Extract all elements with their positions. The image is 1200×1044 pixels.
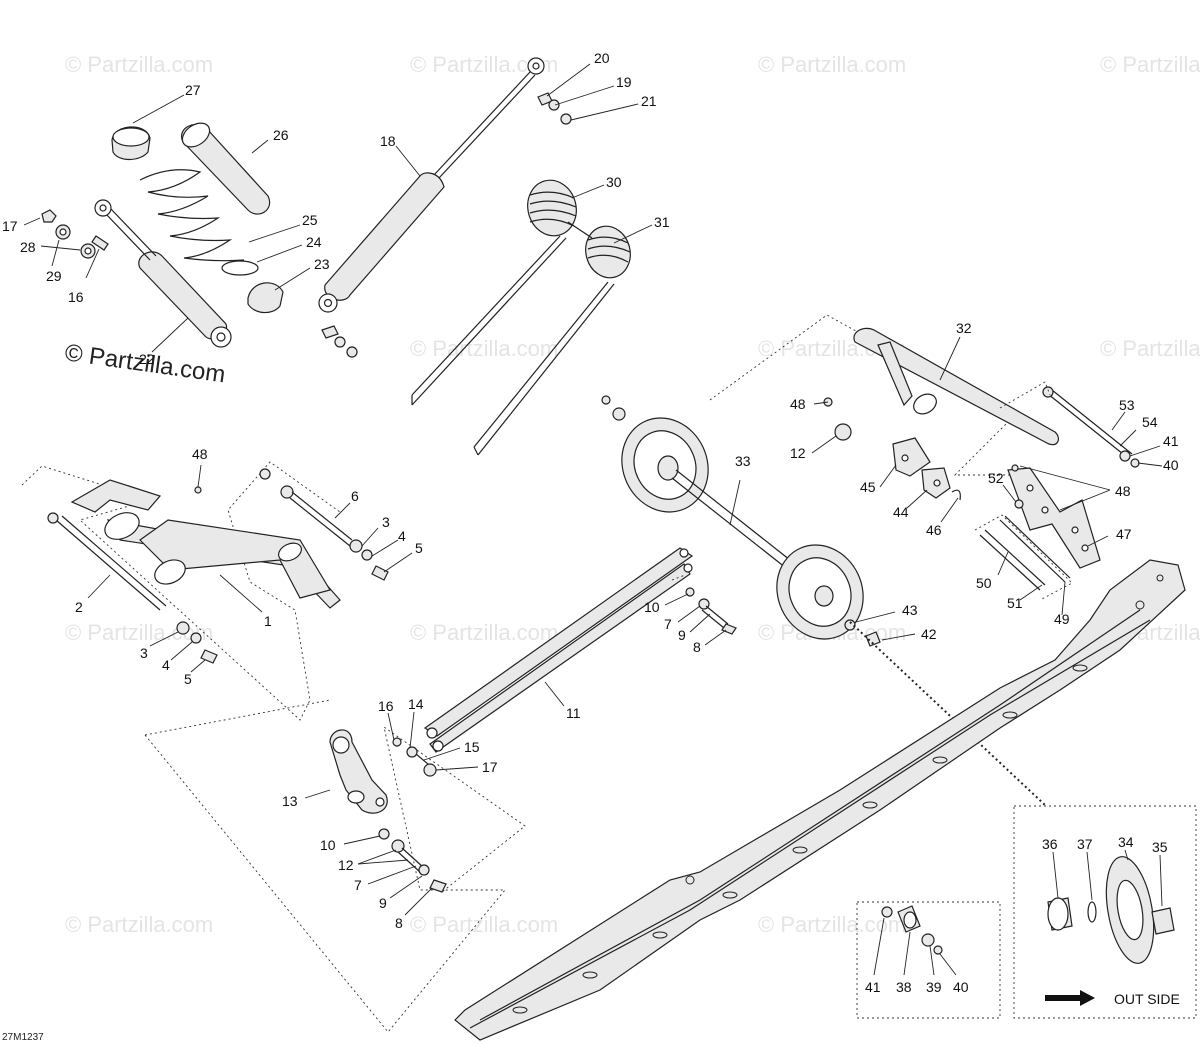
slider-inset <box>856 901 1001 1019</box>
callout-label: 16 <box>68 289 84 305</box>
watermark: © Partzilla.com <box>410 336 558 361</box>
callout-label: 9 <box>379 895 387 911</box>
drawing-code: 27M1237 <box>2 1032 44 1043</box>
callout-labels: 27 26 25 24 23 22 17 28 29 16 18 20 19 2… <box>2 50 1179 995</box>
cross-bar-linkage <box>423 547 737 753</box>
callout-label: 44 <box>893 504 909 520</box>
callout-label: 17 <box>2 218 18 234</box>
rear-shock-assembly <box>23 94 311 353</box>
callout-label: 32 <box>956 320 972 336</box>
callout-label: 41 <box>1163 433 1179 449</box>
callout-label: 6 <box>351 488 359 504</box>
callout-label: 34 <box>1118 834 1134 850</box>
callout-label: 9 <box>678 627 686 643</box>
slide-rail <box>454 559 1186 1041</box>
callout-label: 24 <box>306 234 322 250</box>
callout-label: 8 <box>395 915 403 931</box>
callout-label: 10 <box>644 599 660 615</box>
callout-label: 38 <box>896 979 912 995</box>
callout-label: 21 <box>641 93 657 109</box>
callout-label: 22 <box>139 351 155 367</box>
callout-label: 4 <box>398 528 406 544</box>
callout-label: 26 <box>273 127 289 143</box>
callout-label: 12 <box>338 857 354 873</box>
callout-label: 23 <box>314 256 330 272</box>
inset-caption: OUT SIDE <box>1114 991 1180 1007</box>
callout-label: 36 <box>1042 836 1058 852</box>
callout-label: 28 <box>20 239 36 255</box>
callout-label: 10 <box>320 837 336 853</box>
callout-label: 14 <box>408 696 424 712</box>
callout-label: 42 <box>921 626 937 642</box>
callout-label: 43 <box>902 602 918 618</box>
callout-label: 35 <box>1152 839 1168 855</box>
callout-label: 1 <box>264 613 272 629</box>
callout-label: 40 <box>1163 457 1179 473</box>
callout-label: 50 <box>976 575 992 591</box>
callout-label: 3 <box>140 645 148 661</box>
callout-label: 39 <box>926 979 942 995</box>
callout-label: 5 <box>184 671 192 687</box>
torsion-springs <box>411 179 653 456</box>
callout-label: 16 <box>378 698 394 714</box>
callout-label: 17 <box>482 759 498 775</box>
front-shock <box>318 57 639 358</box>
watermark: © Partzilla.com <box>65 912 213 937</box>
callout-label: 8 <box>693 639 701 655</box>
watermark: © Partzilla.com <box>758 52 906 77</box>
outside-wheel-inset <box>1013 805 1197 1019</box>
watermark: © Partzilla.com <box>410 912 558 937</box>
idler-wheel-axle <box>601 395 1046 806</box>
callout-label: 11 <box>566 705 581 721</box>
callout-label: 48 <box>192 446 208 462</box>
callout-label: 3 <box>382 514 390 530</box>
callout-label: 13 <box>282 793 298 809</box>
callout-label: 54 <box>1142 414 1158 430</box>
callout-label: 15 <box>464 739 480 755</box>
callout-label: 47 <box>1116 526 1132 542</box>
callout-label: 52 <box>988 470 1004 486</box>
callout-label: 48 <box>1115 483 1131 499</box>
watermark: © Partzilla.com <box>65 52 213 77</box>
callout-label: 27 <box>185 82 201 98</box>
callout-label: 40 <box>953 979 969 995</box>
callout-label: 7 <box>664 616 672 632</box>
callout-label: 7 <box>354 877 362 893</box>
callout-label: 33 <box>735 453 751 469</box>
callout-label: 12 <box>790 445 806 461</box>
callout-label: 20 <box>594 50 610 66</box>
front-arm-assembly <box>21 461 413 736</box>
callout-label: 37 <box>1077 836 1093 852</box>
callout-label: 48 <box>790 396 806 412</box>
callout-label: 31 <box>654 214 670 230</box>
watermark: © Partzilla.com <box>410 620 558 645</box>
callout-label: 41 <box>865 979 881 995</box>
callout-label: 25 <box>302 212 318 228</box>
lower-link-assembly <box>144 711 526 1033</box>
callout-label: 2 <box>75 599 83 615</box>
callout-label: 19 <box>616 74 632 90</box>
callout-label: 46 <box>926 522 942 538</box>
watermark: © Partzilla.com <box>65 620 213 645</box>
callout-label: 51 <box>1007 595 1023 611</box>
callout-label: 18 <box>380 133 396 149</box>
callout-label: 30 <box>606 174 622 190</box>
callout-label: 4 <box>162 657 170 673</box>
callout-label: 49 <box>1054 611 1070 627</box>
callout-label: 45 <box>860 479 876 495</box>
callout-label: 5 <box>415 540 423 556</box>
watermark: © Partzilla.com <box>1100 336 1200 361</box>
rear-arm-assembly <box>709 314 1163 616</box>
callout-label: 53 <box>1119 397 1135 413</box>
watermark: © Partzilla.com <box>1100 52 1200 77</box>
callout-label: 29 <box>46 268 62 284</box>
